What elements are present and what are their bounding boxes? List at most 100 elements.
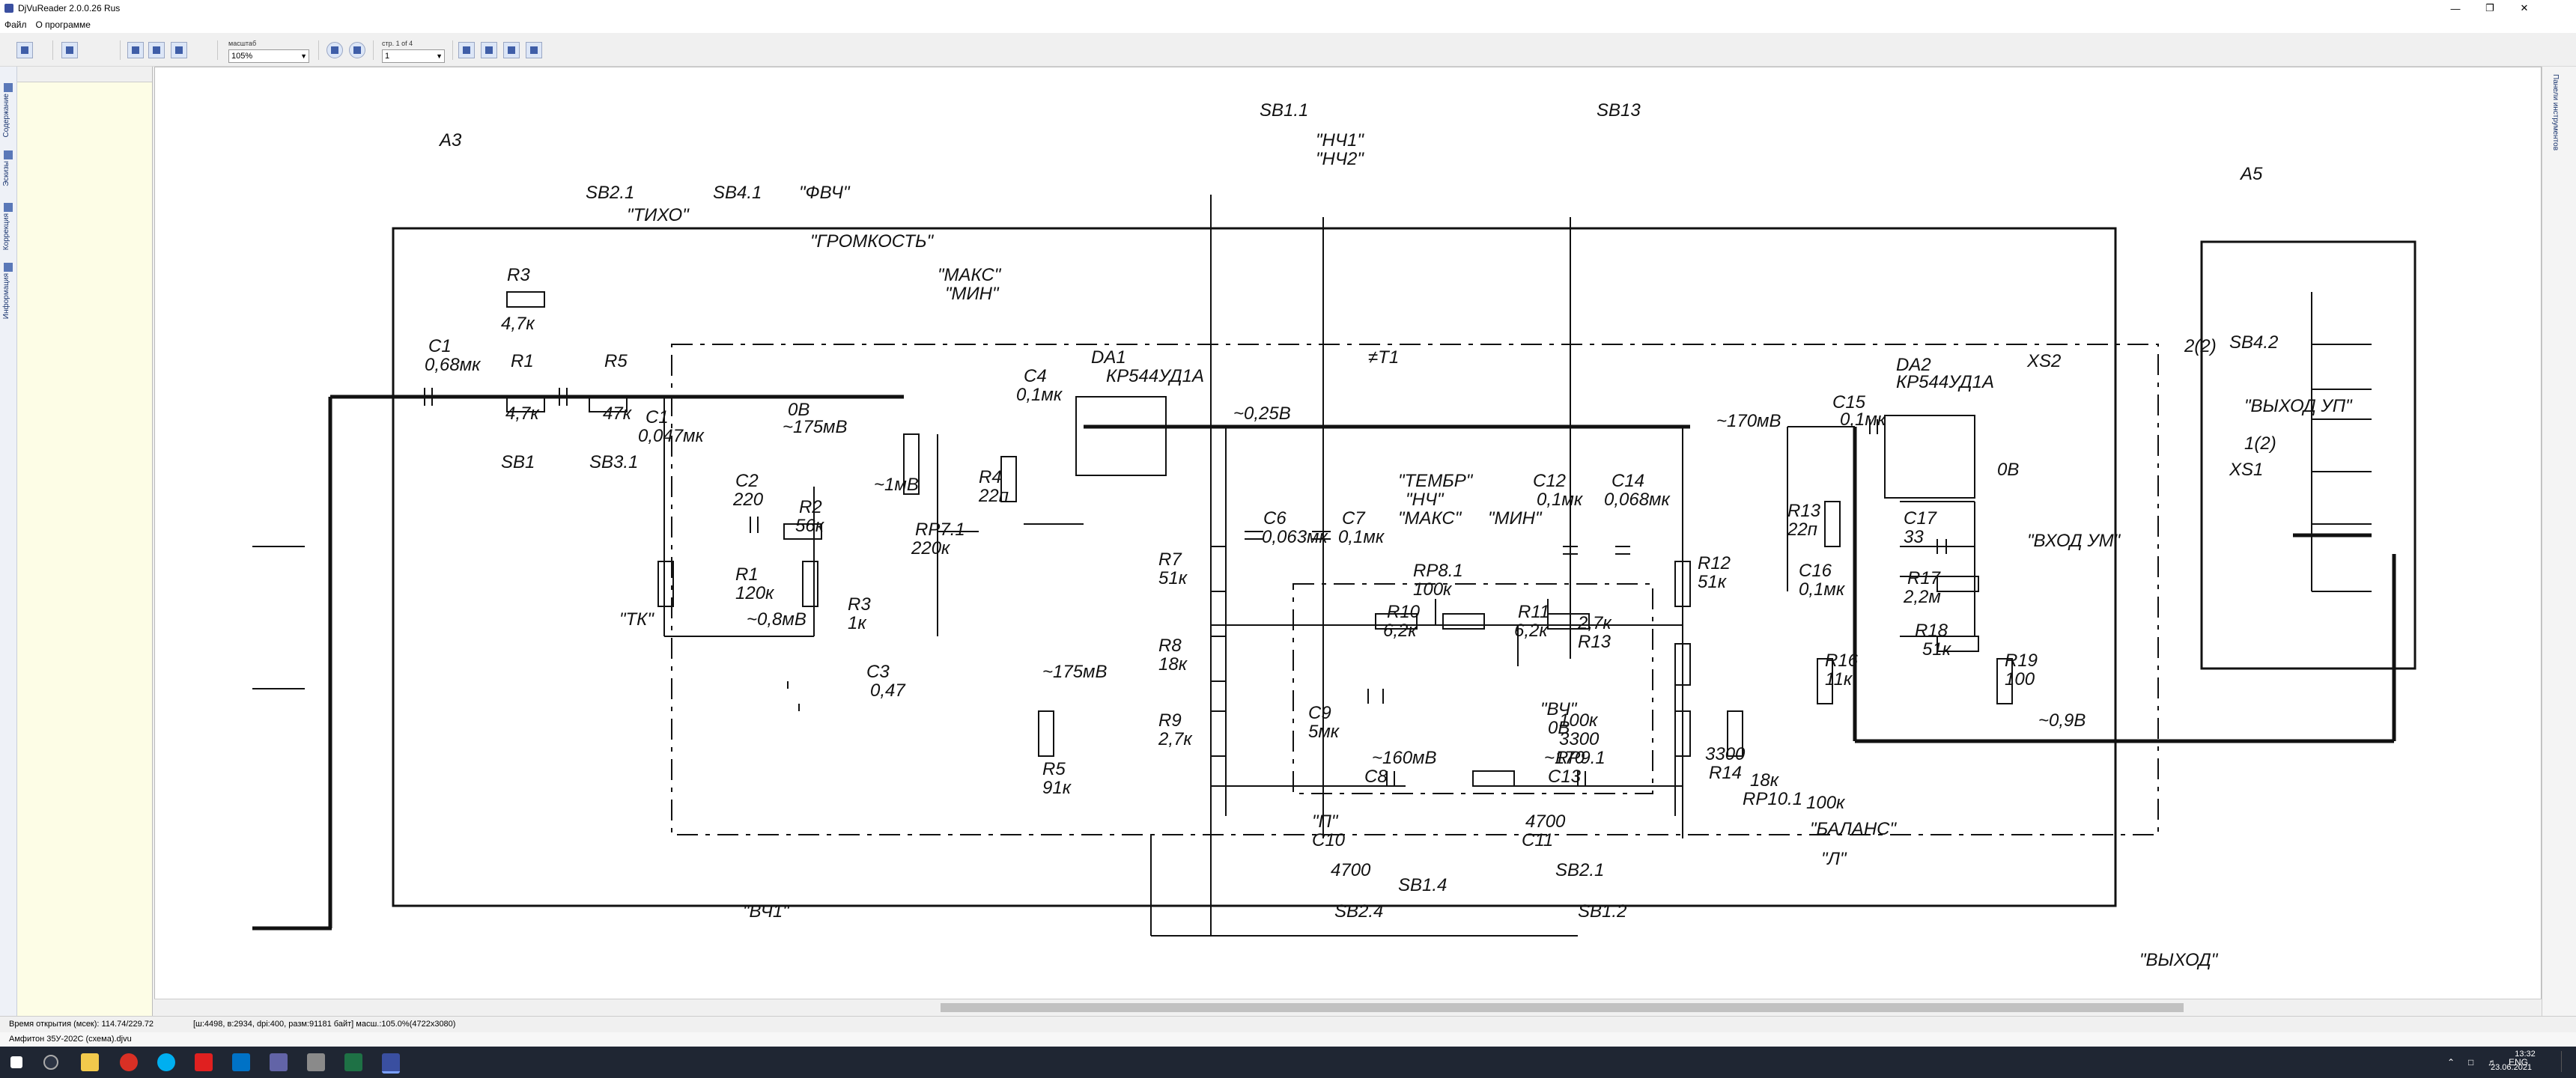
zoom-in-icon[interactable]	[326, 42, 343, 58]
show-desktop-button[interactable]	[2561, 1051, 2572, 1072]
volume-icon[interactable]: ♬	[2488, 1057, 2497, 1068]
maximize-button[interactable]: ❐	[2485, 2, 2494, 13]
schematic-label: ~0,25В	[1233, 404, 1291, 424]
schematic-label: 0В	[1997, 460, 2019, 480]
open-time-text: Время открытия (мсек): 114.74/229.72	[9, 1020, 154, 1029]
schematic-label: 100к	[1413, 579, 1453, 600]
schematic-label: RP10.1	[1743, 789, 1802, 809]
menu-bar: Файл О программе	[0, 16, 2576, 33]
tab-toolbars[interactable]: Панели инструментов	[2551, 74, 2560, 151]
prev-page-icon[interactable]	[481, 42, 497, 58]
tab-correction[interactable]: Коррекция	[2, 213, 10, 251]
first-page-icon[interactable]	[458, 42, 475, 58]
schematic-label: 0,1мк	[1016, 385, 1063, 405]
zoom-out-icon[interactable]	[349, 42, 365, 58]
contents-tab-icon	[4, 83, 13, 92]
network-icon[interactable]: □	[2468, 1057, 2474, 1068]
minimize-button[interactable]: —	[2450, 2, 2461, 14]
schematic-label: C15	[1832, 392, 1866, 412]
menu-file[interactable]: Файл	[4, 19, 27, 30]
save-icon[interactable]	[61, 42, 78, 58]
schematic-label: "ВХОД УМ"	[2027, 531, 2121, 551]
schematic-label: "МИН"	[945, 284, 1000, 304]
file-explorer-icon[interactable]	[81, 1053, 99, 1071]
schematic-label: 18к	[1158, 654, 1188, 674]
page-select[interactable]: 1 ▼	[382, 49, 445, 63]
windows-start-icon[interactable]	[10, 1056, 22, 1068]
page-value: 1	[385, 52, 390, 61]
schematic-label: RP7.1	[915, 520, 965, 540]
schematic-label: "ВЫХОД УП"	[2244, 396, 2353, 416]
schematic-label: 56к	[795, 516, 825, 536]
djvureader-taskbar-icon[interactable]	[382, 1053, 400, 1074]
acrobat-icon[interactable]	[195, 1053, 213, 1071]
signal-path	[252, 397, 332, 931]
app-icon[interactable]	[307, 1053, 325, 1071]
thumbnails-tab-icon	[4, 150, 13, 159]
menu-about[interactable]: О программе	[35, 19, 91, 30]
skype-icon[interactable]	[157, 1053, 175, 1071]
excel-icon[interactable]	[344, 1053, 362, 1071]
schematic-label: SB2.1	[1555, 860, 1604, 880]
outlook-icon[interactable]	[232, 1053, 250, 1071]
document-tab[interactable]: Амфитон 35У-202С (схема).djvu	[9, 1035, 132, 1044]
tab-contents[interactable]: Содержание	[2, 94, 10, 138]
schematic-label: SB1.2	[1578, 901, 1626, 922]
schematic-label: 100	[2005, 669, 2035, 689]
clock-date[interactable]: 23.06.2021	[2491, 1063, 2533, 1072]
schematic-label: 0,1мк	[1799, 579, 1846, 600]
scrollbar-thumb[interactable]	[941, 1003, 2184, 1012]
schematic-label: SB2.1	[586, 183, 634, 203]
tray-chevron-icon[interactable]: ⌃	[2447, 1057, 2455, 1068]
teams-icon[interactable]	[270, 1053, 288, 1071]
page-label: стр. 1 of 4	[382, 40, 413, 47]
browser-icon[interactable]	[120, 1053, 138, 1071]
capacitors	[424, 388, 1947, 786]
schematic-label: R4	[979, 467, 1002, 487]
tab-thumbnails[interactable]: Эскизы	[2, 161, 10, 186]
chevron-down-icon: ▼	[436, 52, 443, 60]
schematic-label: 22п	[1787, 520, 1817, 540]
schematic-label: 4700	[1525, 811, 1566, 832]
schematic-label: ~0,9В	[2038, 710, 2086, 731]
schematic-label: DA2	[1896, 355, 1931, 375]
close-button[interactable]: ✕	[2520, 2, 2529, 13]
view-continuous-icon[interactable]	[148, 42, 165, 58]
zoom-select[interactable]: 105% ▼	[228, 49, 309, 63]
schematic-label: "МАКС"	[938, 265, 1002, 285]
tab-info[interactable]: Информация	[2, 273, 10, 320]
schematic-label: 3300	[1559, 729, 1600, 749]
dashed-frame	[1292, 583, 1653, 794]
schematic-label: "ГРОМКОСТЬ"	[810, 231, 935, 252]
open-file-icon[interactable]	[16, 42, 33, 58]
clock-time[interactable]: 13:32	[2515, 1050, 2536, 1059]
schematic-label: ~170мВ	[1716, 411, 1781, 431]
schematic-label: 0,47	[870, 680, 906, 701]
schematic-label: C17	[1904, 508, 1938, 529]
horizontal-scrollbar[interactable]	[154, 999, 2542, 1016]
schematic-label: R18	[1915, 621, 1948, 641]
schematic-label: SB2.4	[1334, 901, 1383, 922]
schematic-label: R3	[848, 594, 871, 615]
schematic-label: 220	[732, 490, 764, 510]
schematic-label: SB13	[1597, 100, 1641, 121]
info-tab-icon	[4, 263, 13, 272]
schematic-label: 6,2к	[1514, 621, 1549, 641]
next-page-icon[interactable]	[503, 42, 520, 58]
schematic-label: SB4.2	[2229, 332, 2278, 353]
schematic-label: 2,7к	[1577, 613, 1612, 633]
search-icon[interactable]	[43, 1055, 58, 1070]
schematic-label: C13	[1548, 767, 1582, 787]
schematic-label: SB4.1	[713, 183, 762, 203]
last-page-icon[interactable]	[526, 42, 542, 58]
view-facing-icon[interactable]	[171, 42, 187, 58]
document-tab-bar: Амфитон 35У-202С (схема).djvu	[0, 1032, 2576, 1047]
schematic-label: 18к	[1750, 770, 1780, 791]
schematic-label: "МАКС"	[1398, 508, 1462, 529]
language-indicator[interactable]: ENG	[2509, 1057, 2529, 1068]
schematic-label: R1	[735, 564, 759, 585]
schematic-label: R19	[2005, 651, 2038, 671]
view-single-icon[interactable]	[127, 42, 144, 58]
